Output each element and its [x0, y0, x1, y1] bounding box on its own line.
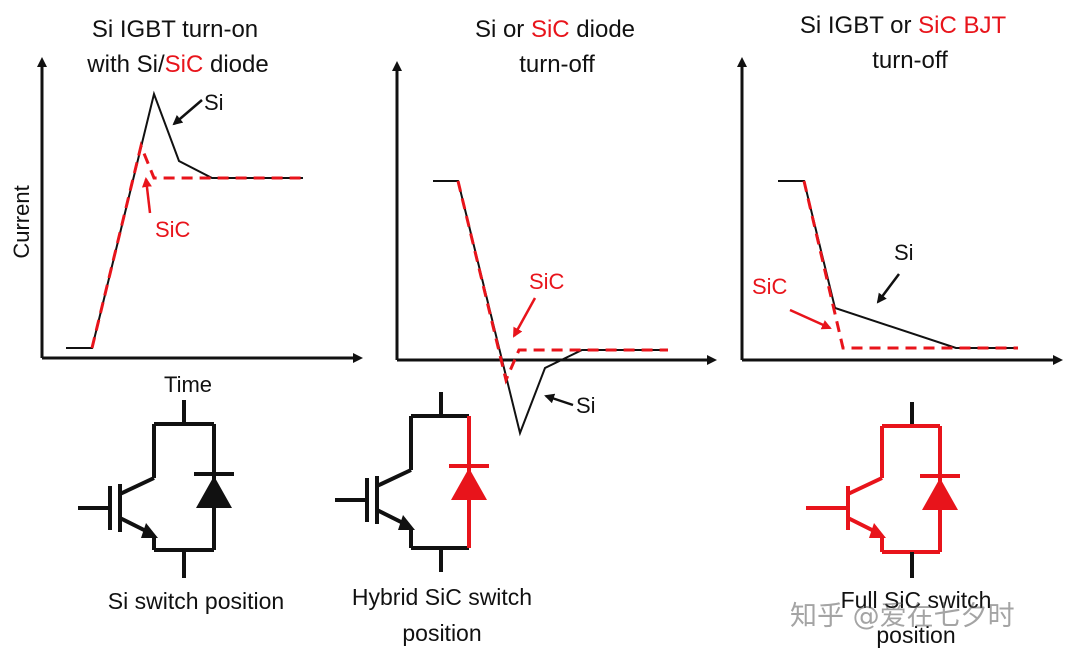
panel3-title-line1: Si IGBT or SiC BJT	[800, 12, 1007, 39]
panel2-sic-label: SiC	[529, 269, 565, 294]
bjt-with-sic-diode-icon	[806, 402, 960, 578]
panel3-si-label: Si	[894, 240, 914, 265]
panel3-caption-line1: Full SiC switch	[841, 587, 992, 613]
panel1-y-axis-label: Current	[9, 185, 34, 258]
panel3-sic-waveform	[802, 180, 1018, 350]
panel1-si-pointer	[172, 99, 203, 126]
panel3-sic-label: SiC	[752, 274, 788, 299]
panel2-title-suffix: diode	[570, 16, 635, 43]
panel3-caption-line2: position	[876, 622, 955, 648]
panel2-si-label: Si	[576, 393, 596, 418]
panel1-title-suffix: diode	[203, 51, 268, 78]
panel2-caption-line1: Hybrid SiC switch	[352, 584, 532, 610]
panel1-x-axis-label: Time	[164, 372, 212, 397]
panel2-caption-line2: position	[402, 620, 481, 646]
panel-si-igbt-turn-on: Si IGBT turn-on with Si/SiC diode Curren…	[9, 16, 363, 614]
panel1-title-line2: with Si/SiC diode	[86, 51, 268, 78]
igbt-with-sic-diode-icon	[335, 392, 489, 572]
panel1-sic-waveform	[90, 141, 303, 349]
panel2-title-sic: SiC	[531, 16, 570, 43]
panel2-si-pointer	[544, 393, 574, 407]
panel3-title-prefix: Si IGBT or	[800, 12, 918, 39]
panel-diode-turn-off: Si or SiC diode turn-off SiC Si Hybrid S…	[335, 16, 717, 646]
panel1-title-sic: SiC	[165, 51, 204, 78]
panel1-si-label: Si	[204, 90, 224, 115]
panel1-title-line1: Si IGBT turn-on	[92, 16, 258, 43]
panel1-caption: Si switch position	[108, 588, 284, 614]
panel2-sic-waveform	[456, 180, 668, 385]
igbt-with-diode-icon	[78, 400, 234, 578]
panel3-title-line2: turn-off	[872, 47, 948, 74]
panel2-title-line1: Si or SiC diode	[475, 16, 635, 43]
panel2-title-prefix: Si or	[475, 16, 531, 43]
panel1-sic-label: SiC	[155, 217, 191, 242]
panel1-sic-pointer	[141, 177, 152, 214]
panel1-title-prefix: with Si/	[86, 51, 165, 78]
panel2-sic-pointer	[512, 297, 537, 338]
panel3-title-sic: SiC BJT	[918, 12, 1006, 39]
panel-switch-turn-off: Si IGBT or SiC BJT turn-off Si SiC Full …	[737, 12, 1063, 648]
watermark-text: 知乎 @爱在七夕时	[790, 601, 1015, 632]
panel3-sic-pointer	[789, 308, 832, 330]
panel3-si-pointer	[876, 273, 900, 304]
panel2-title-line2: turn-off	[519, 51, 595, 78]
